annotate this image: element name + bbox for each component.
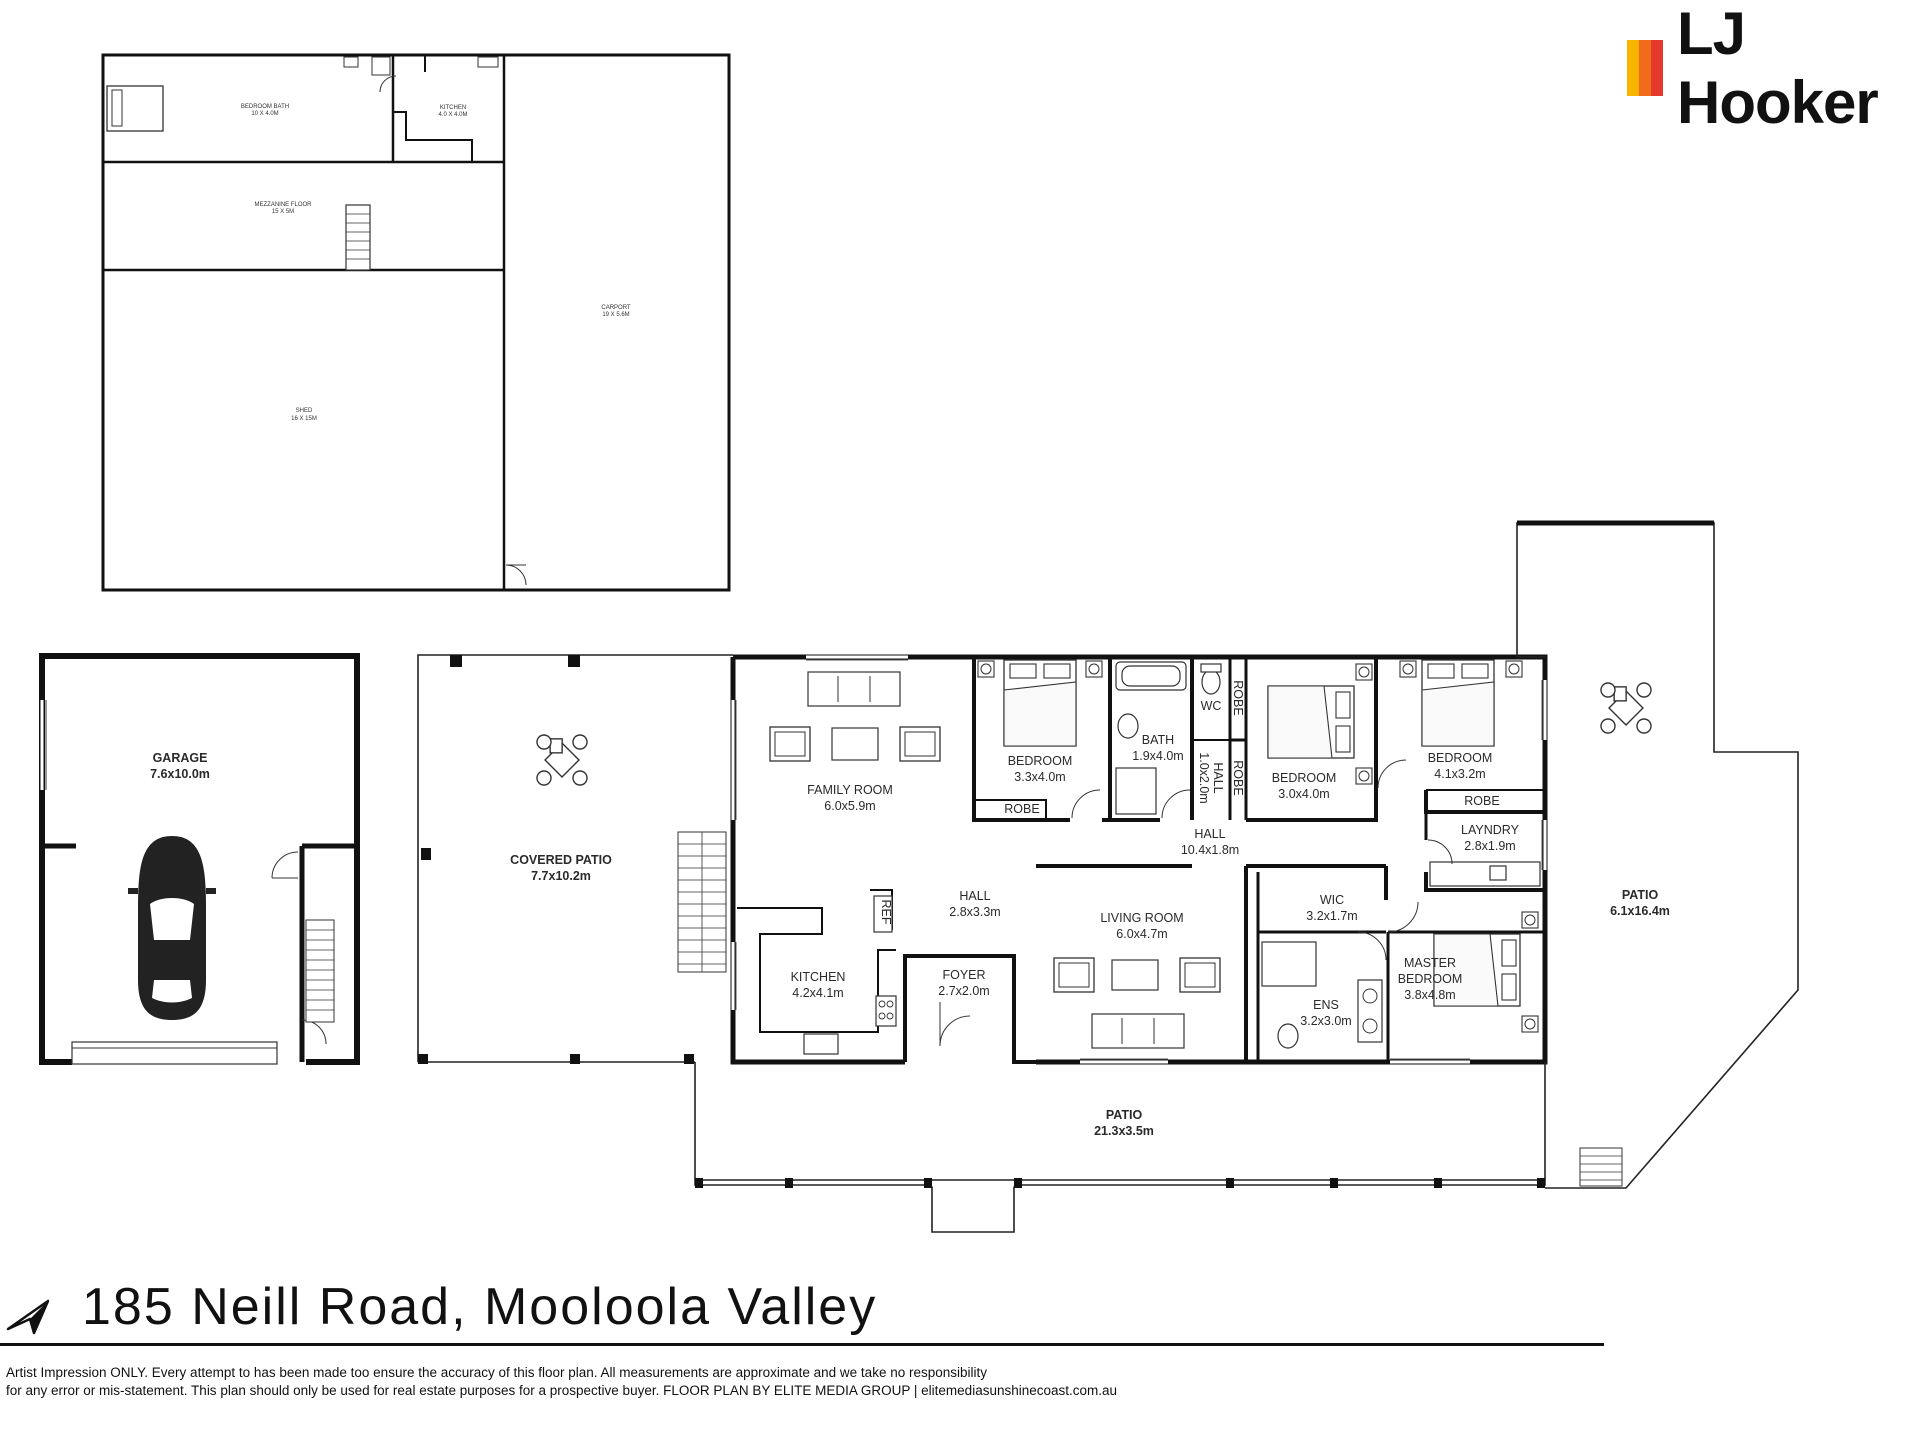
bath-size: 1.9x4.0m <box>1132 749 1183 763</box>
covered-patio-size: 7.7x10.2m <box>531 869 591 883</box>
garage-label: GARAGE <box>153 751 208 765</box>
shed-bedroom-bath-size: 10 X 4.0M <box>251 111 278 117</box>
carport-size: 19 X 5.6M <box>602 312 629 318</box>
side-patio-size: 6.1x16.4m <box>1610 904 1670 918</box>
front-patio-label: PATIO <box>1106 1108 1143 1122</box>
brand-bars-icon <box>1627 40 1663 96</box>
shed-label: SHED <box>296 408 313 414</box>
laundry-size: 2.8x1.9m <box>1464 839 1515 853</box>
front-patio: PATIO 21.3x3.5m <box>694 1062 1546 1233</box>
brand-bar-orange <box>1639 40 1651 96</box>
ens-label: ENS <box>1313 998 1339 1012</box>
ens-size: 3.2x3.0m <box>1300 1014 1351 1028</box>
brand-name: LJ Hooker <box>1677 0 1879 136</box>
divider <box>0 1343 1604 1346</box>
ref-label: REF <box>879 900 893 925</box>
robe-4-label: ROBE <box>1464 794 1499 808</box>
hall-main-label: HALL <box>1194 827 1225 841</box>
robe-3-label: ROBE <box>1231 760 1245 795</box>
lj-hooker-logo: LJ Hooker <box>1627 0 1920 136</box>
bedroom-1-size: 3.3x4.0m <box>1014 770 1065 784</box>
covered-patio: COVERED PATIO 7.7x10.2m <box>417 654 733 1064</box>
main-house: FAMILY ROOM 6.0x5.9m HALL 2.8x3.3m KITCH… <box>730 654 1548 1065</box>
bedroom-3-size: 4.1x3.2m <box>1434 767 1485 781</box>
disclaimer-line-2: for any error or mis-statement. This pla… <box>6 1383 1118 1398</box>
shed-kitchen-size: 4.0 X 4.0M <box>438 112 467 118</box>
living-room-label: LIVING ROOM <box>1100 911 1183 925</box>
front-patio-size: 21.3x3.5m <box>1094 1124 1154 1138</box>
kitchen-label: KITCHEN <box>791 970 846 984</box>
hall-main-size: 10.4x1.8m <box>1181 843 1239 857</box>
master-size: 3.8x4.8m <box>1404 988 1455 1002</box>
car-icon <box>128 836 216 1020</box>
brand-bar-yellow <box>1627 40 1639 96</box>
living-room-size: 6.0x4.7m <box>1116 927 1167 941</box>
side-patio: PATIO 6.1x16.4m <box>1516 520 1799 1189</box>
foyer-size: 2.7x2.0m <box>938 984 989 998</box>
property-address: 185 Neill Road, Mooloola Valley <box>82 1278 878 1336</box>
hall-small-size: 2.8x3.3m <box>949 905 1000 919</box>
disclaimer-line-1: Artist Impression ONLY. Every attempt to… <box>6 1365 987 1380</box>
kitchen-size: 4.2x4.1m <box>792 986 843 1000</box>
bedroom-3-label: BEDROOM <box>1428 751 1493 765</box>
hall-vertical-size: 1.0x2.0m <box>1197 752 1211 803</box>
shed-size: 16 X 15M <box>291 416 317 422</box>
bedroom-1-label: BEDROOM <box>1008 754 1073 768</box>
brand-bar-red <box>1651 40 1663 96</box>
mezzanine-size: 15 X 5M <box>272 209 294 215</box>
hall-small-label: HALL <box>959 889 990 903</box>
shed-kitchen-label: KITCHEN <box>440 105 466 111</box>
master-label-2: BEDROOM <box>1398 972 1463 986</box>
family-room-label: FAMILY ROOM <box>807 783 893 797</box>
foyer-label: FOYER <box>942 968 985 982</box>
wic-label: WIC <box>1320 893 1344 907</box>
wc-label: WC <box>1201 699 1222 713</box>
bath-label: BATH <box>1142 733 1174 747</box>
garage: GARAGE 7.6x10.0m <box>39 653 360 1065</box>
bedroom-2-size: 3.0x4.0m <box>1278 787 1329 801</box>
shed-plan: BEDROOM BATH 10 X 4.0M KITCHEN 4.0 X 4.0… <box>101 53 731 592</box>
side-patio-label: PATIO <box>1622 888 1659 902</box>
address-row: 185 Neill Road, Mooloola Valley <box>0 1275 1610 1345</box>
bedroom-2-label: BEDROOM <box>1272 771 1337 785</box>
family-room-size: 6.0x5.9m <box>824 799 875 813</box>
disclaimer: Artist Impression ONLY. Every attempt to… <box>6 1364 1306 1400</box>
robe-1-label: ROBE <box>1004 802 1039 816</box>
laundry-label: LAYNDRY <box>1461 823 1520 837</box>
hall-vertical-label: HALL <box>1211 762 1225 793</box>
shed-bedroom-bath-label: BEDROOM BATH <box>241 104 289 110</box>
covered-patio-label: COVERED PATIO <box>510 853 612 867</box>
carport-label: CARPORT <box>601 305 631 311</box>
wic-size: 3.2x1.7m <box>1306 909 1357 923</box>
mezzanine-label: MEZZANINE FLOOR <box>254 202 312 208</box>
north-arrow-icon <box>6 1299 50 1335</box>
robe-2-label: ROBE <box>1231 680 1245 715</box>
master-label: MASTER <box>1404 956 1456 970</box>
garage-size: 7.6x10.0m <box>150 767 210 781</box>
